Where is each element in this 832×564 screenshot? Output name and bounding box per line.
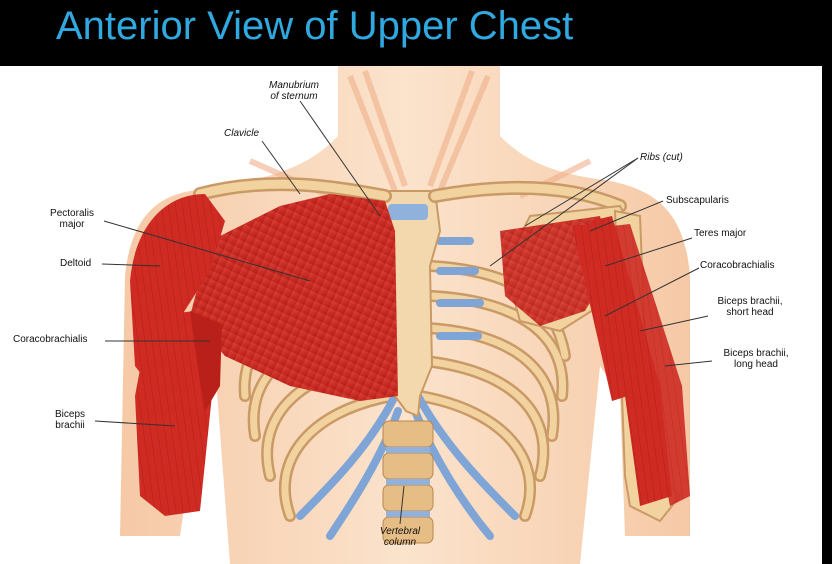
label-clavicle: Clavicle (224, 128, 260, 139)
vertebral-column (382, 420, 434, 544)
label-biceps-short-head: Biceps brachii, short head (717, 296, 783, 318)
biceps-long-head (612, 224, 690, 506)
neck-muscles (248, 69, 592, 199)
label-deltoid: Deltoid (60, 258, 92, 269)
label-teres-major: Teres major (694, 228, 747, 239)
label-biceps-brachii: Biceps brachii (54, 409, 85, 431)
costal-cartilage (296, 237, 519, 540)
manubrium (388, 204, 428, 220)
biceps-brachii-muscle-left (135, 311, 215, 516)
anatomy-illustration (0, 66, 822, 564)
slide-title: Anterior View of Upper Chest (56, 4, 574, 48)
coracobrachialis-muscle-left (190, 311, 222, 411)
biceps-short-head (590, 216, 672, 506)
anatomy-figure: Manubrium of sternum Clavicle Ribs (cut)… (0, 66, 822, 564)
label-subscapularis: Subscapularis (666, 195, 729, 206)
label-coracobrachialis-left: Coracobrachialis (13, 334, 88, 345)
label-manubrium: Manubrium of sternum (268, 80, 320, 102)
pectoralis-major-muscle (190, 194, 398, 401)
label-vertebral-column: Vertebral column (379, 526, 421, 548)
label-ribs-cut: Ribs (cut) (640, 152, 683, 163)
leader-lines (94, 100, 713, 525)
clavicles (193, 177, 627, 213)
coracobrachialis-muscle-right (572, 224, 628, 401)
label-coracobrachialis-right: Coracobrachialis (700, 260, 775, 271)
label-biceps-long-head: Biceps brachii, long head (723, 348, 789, 370)
label-pectoralis-major: Pectoralis major (50, 208, 94, 230)
